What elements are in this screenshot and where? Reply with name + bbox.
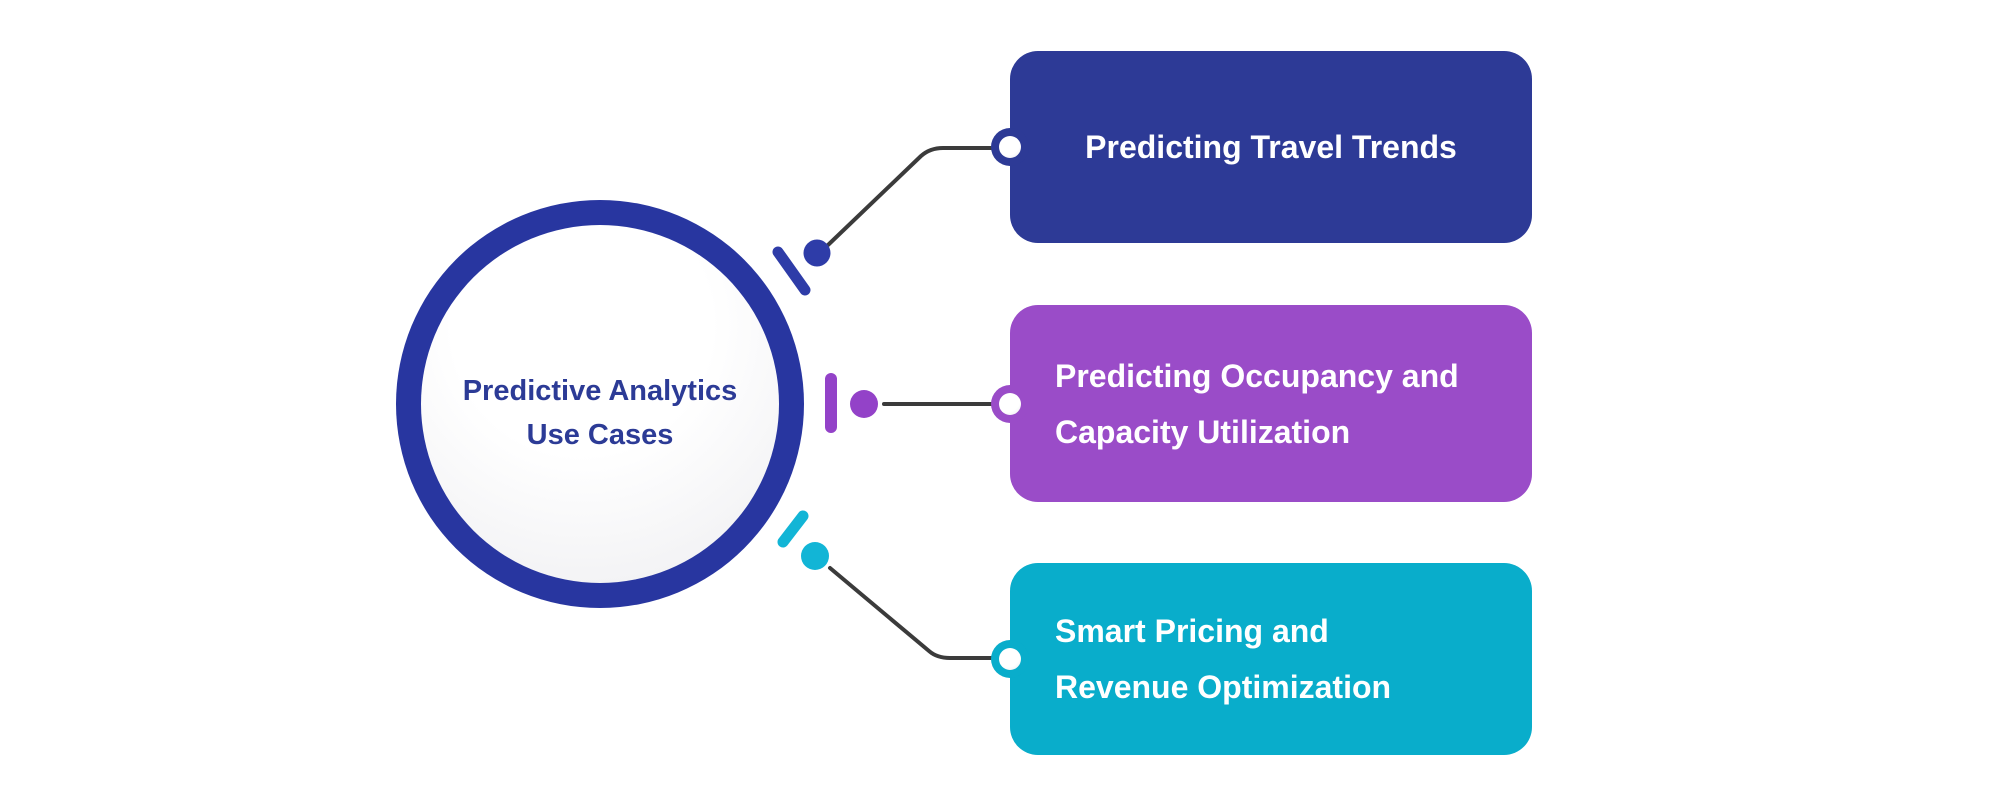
node-label-line: Capacity Utilization: [1055, 413, 1351, 450]
tick-mark-blue-icon: [772, 246, 811, 296]
node-label-line: Predicting Occupancy and: [1055, 357, 1459, 394]
node-label: Predicting Travel Trends: [1085, 119, 1457, 175]
node-port-dot-icon: [999, 392, 1021, 415]
node-predicting-travel-trends: Predicting Travel Trends: [991, 51, 1532, 243]
bullet-dot-cyan-icon: [801, 542, 829, 570]
bullet-dot-blue-icon: [803, 239, 831, 267]
connector-line-bottom: [828, 566, 1002, 660]
connector-line-top: [826, 146, 1002, 247]
node-label-line: Smart Pricing and: [1055, 613, 1329, 649]
node-label: Smart Pricing and Revenue Optimization: [1055, 603, 1532, 715]
tick-mark-cyan-icon: [777, 510, 809, 548]
node-label-line: Predicting Travel Trends: [1085, 129, 1457, 165]
node-label-line: Revenue Optimization: [1055, 669, 1392, 705]
central-topic-line1: Predictive Analytics: [462, 375, 738, 407]
node-smart-pricing-revenue: Smart Pricing and Revenue Optimization: [991, 563, 1532, 755]
node-label: Predicting Occupancy and Capacity Utiliz…: [1055, 348, 1532, 460]
node-port-dot-icon: [999, 648, 1021, 670]
bullet-dot-purple-icon: [850, 390, 878, 418]
node-port-dot-icon: [999, 136, 1021, 158]
central-topic-line2: Use Cases: [526, 419, 674, 451]
central-topic-label: Predictive Analytics Use Cases: [463, 369, 738, 457]
central-topic-face: Predictive Analytics Use Cases: [421, 225, 779, 583]
central-topic-circle: Predictive Analytics Use Cases: [396, 200, 804, 608]
node-occupancy-capacity-utilization: Predicting Occupancy and Capacity Utiliz…: [991, 305, 1532, 502]
